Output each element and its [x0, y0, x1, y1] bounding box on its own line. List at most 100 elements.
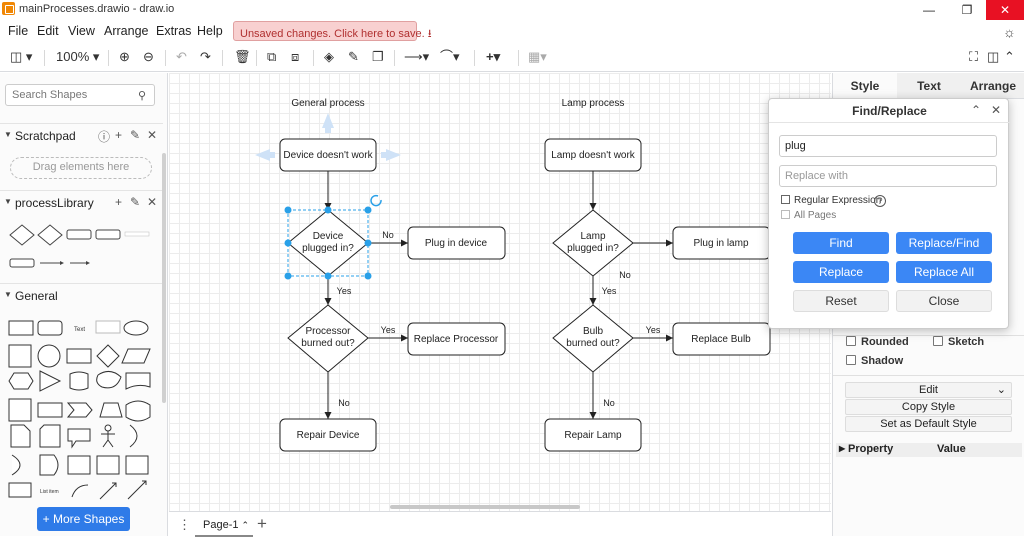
close-button[interactable]: Close	[896, 290, 992, 312]
shapes-sidebar: Search Shapes ⚲ ▼ Scratchpad ⓘ + ✎ ✕ Dra…	[0, 73, 168, 536]
shadow-label: Shadow	[861, 355, 904, 367]
process-library-header[interactable]: ▼ processLibrary + ✎ ✕	[0, 190, 163, 214]
edge-label-no: No	[603, 398, 615, 408]
replace-find-button[interactable]: Replace/Find	[896, 232, 992, 254]
redo-icon[interactable]: ↷	[200, 49, 211, 64]
expand-caret-icon: ▼	[4, 197, 12, 206]
set-default-style-button[interactable]: Set as Default Style	[845, 416, 1012, 432]
node-replace-bulb[interactable]	[672, 322, 771, 356]
regex-label: Regular Expression	[794, 195, 882, 206]
expand-caret-icon: ▼	[4, 130, 12, 139]
more-shapes-button[interactable]: + More Shapes	[37, 507, 130, 531]
close-window-button[interactable]: ✕	[986, 0, 1024, 20]
menu-file[interactable]: File	[8, 24, 29, 38]
edit-select[interactable]: Edit ⌄	[845, 382, 1012, 398]
edge-label-yes: Yes	[337, 286, 352, 296]
zoom-out-icon[interactable]: ⊖	[143, 49, 154, 64]
replace-input[interactable]: Replace with	[779, 165, 997, 187]
toolbar: ◫ ▾ 100% ▾ ⊕ ⊖ ↶ ↷ 🗑 ⧉ ⧈ ◈ ✎ ❐ ⟶▾ ⌒▾ +▾ …	[0, 44, 1024, 72]
help-icon[interactable]: ?	[874, 195, 886, 207]
search-shapes-input[interactable]: Search Shapes	[5, 84, 155, 106]
zoom-in-icon[interactable]: ⊕	[119, 49, 130, 64]
menu-extras[interactable]: Extras	[156, 24, 192, 38]
zoom-select[interactable]: 100% ▾	[56, 49, 100, 64]
process-library-shapes[interactable]	[4, 219, 160, 275]
sidebar-toggle-icon[interactable]: ◫ ▾	[10, 49, 33, 64]
general-shapes-palette[interactable]: Text	[4, 313, 160, 505]
rounded-checkbox[interactable]: Rounded	[846, 336, 909, 348]
chevron-down-icon: ⌄	[996, 384, 1006, 396]
menu-help[interactable]: Help	[197, 24, 223, 38]
separator	[518, 50, 519, 66]
to-back-icon[interactable]: ⧈	[291, 49, 300, 64]
edit-label: Edit	[919, 384, 938, 396]
search-icon[interactable]: ⚲	[138, 90, 147, 102]
general-header[interactable]: ▼ General	[0, 283, 163, 307]
close-icon[interactable]: ✕	[147, 128, 158, 142]
regular-expression-checkbox[interactable]: Regular Expression	[781, 195, 881, 206]
shadow-icon[interactable]: ❐	[372, 49, 384, 64]
shadow-checkbox[interactable]: Shadow	[846, 355, 903, 367]
menu-arrange[interactable]: Arrange	[104, 24, 149, 38]
copy-style-button[interactable]: Copy Style	[845, 399, 1012, 415]
pages-menu-icon[interactable]: ⋮	[178, 517, 191, 532]
separator	[256, 50, 257, 66]
to-front-icon[interactable]: ⧉	[267, 49, 277, 64]
maximize-button[interactable]: ❐	[961, 3, 973, 17]
edge-label-yes: Yes	[646, 325, 661, 335]
find-replace-dialog: Find/Replace ⌃ ✕ plug Replace with Regul…	[768, 98, 1010, 329]
find-input[interactable]: plug	[779, 135, 997, 157]
hover-connect-arrows[interactable]	[255, 113, 401, 161]
sidebar-scrollbar[interactable]	[162, 153, 166, 403]
menu-view[interactable]: View	[68, 24, 95, 38]
selection-handles[interactable]	[284, 194, 382, 280]
title-bar: mainProcesses.drawio - draw.io — ❐ ✕	[0, 0, 1024, 20]
table-icon[interactable]: ▦▾	[528, 49, 547, 64]
rotate-handle-icon[interactable]	[370, 194, 382, 207]
line-color-icon[interactable]: ✎	[348, 49, 359, 64]
menu-edit[interactable]: Edit	[37, 24, 59, 38]
add-icon[interactable]: +	[115, 128, 123, 142]
reset-button[interactable]: Reset	[793, 290, 889, 312]
replace-all-button[interactable]: Replace All	[896, 261, 992, 283]
fill-color-icon[interactable]: ◈	[324, 49, 334, 64]
node-replace-processor[interactable]	[407, 322, 506, 356]
format-panel-icon[interactable]: ◫	[987, 49, 1000, 64]
unsaved-changes-button[interactable]: Unsaved changes. Click here to save. ⭳	[233, 21, 432, 41]
help-icon[interactable]: ⓘ	[98, 130, 111, 144]
diagram-canvas[interactable]: General process Lamp process Device does…	[169, 73, 831, 511]
add-page-icon[interactable]: +	[257, 514, 267, 533]
scratchpad-drop-area[interactable]: Drag elements here	[10, 157, 152, 179]
canvas-scrollbar[interactable]	[390, 505, 580, 509]
tab-page-1[interactable]: Page-1 ⌃	[195, 512, 253, 537]
expand-caret-icon[interactable]: ▶	[839, 444, 846, 453]
collapse-icon[interactable]: ⌃	[1004, 49, 1015, 64]
connection-icon[interactable]: ⟶▾	[404, 49, 430, 64]
replace-button[interactable]: Replace	[793, 261, 889, 283]
all-pages-checkbox[interactable]: All Pages	[781, 210, 836, 221]
insert-icon[interactable]: +▾	[486, 49, 501, 64]
scratchpad-header[interactable]: ▼ Scratchpad ⓘ + ✎ ✕	[0, 123, 163, 147]
delete-icon[interactable]: 🗑	[234, 49, 251, 64]
undo-icon[interactable]: ↶	[176, 49, 187, 64]
waypoints-icon[interactable]: ⌒▾	[440, 49, 460, 64]
label-repair-lamp: Repair Lamp	[564, 430, 622, 441]
theme-icon[interactable]: ☼	[1003, 24, 1016, 40]
svg-text:List item: List item	[40, 489, 59, 495]
chevron-up-icon: ⌃	[241, 520, 250, 530]
tab-style[interactable]: Style	[833, 73, 897, 99]
edit-icon[interactable]: ✎	[130, 195, 141, 209]
close-icon[interactable]: ✕	[147, 195, 158, 209]
add-icon[interactable]: +	[115, 195, 123, 209]
fullscreen-icon[interactable]: ⛶	[969, 49, 979, 64]
tab-arrange[interactable]: Arrange	[961, 73, 1024, 99]
find-button[interactable]: Find	[793, 232, 889, 254]
minimize-button[interactable]: —	[923, 3, 935, 17]
collapse-icon[interactable]: ⌃	[971, 103, 982, 117]
svg-text:Text: Text	[74, 327, 85, 333]
edit-icon[interactable]: ✎	[130, 128, 141, 142]
sketch-checkbox[interactable]: Sketch	[933, 336, 984, 348]
close-icon[interactable]: ✕	[991, 103, 1002, 117]
scratchpad-title: Scratchpad	[15, 129, 76, 143]
tab-text[interactable]: Text	[897, 73, 961, 99]
